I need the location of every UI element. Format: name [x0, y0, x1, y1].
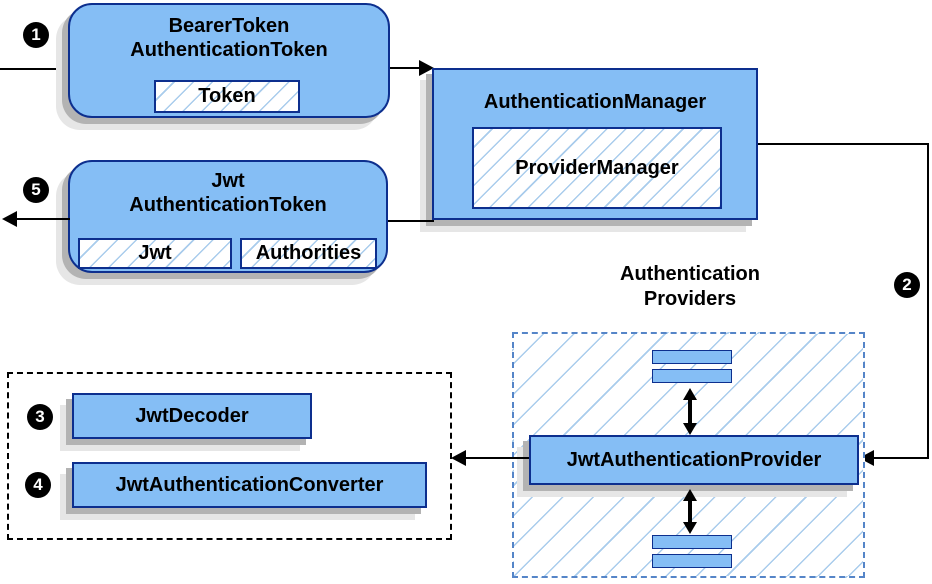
bearer-token-title: BearerToken AuthenticationToken: [70, 5, 388, 62]
step-badge-3-number: 3: [35, 407, 45, 426]
double-arrow-bottom: [683, 489, 697, 534]
provider-placeholder-bar-bottom-1: [652, 535, 732, 549]
chip-token: Token: [154, 80, 300, 113]
authentication-providers-label-line2: Providers: [643, 288, 737, 310]
double-arrow-top-down-head: [683, 423, 697, 435]
connector-manager-elbow-horizontal: [758, 143, 929, 145]
node-authentication-manager: AuthenticationManager ProviderManager: [432, 68, 758, 220]
node-jwt-authentication-provider: JwtAuthenticationProvider: [529, 435, 859, 485]
double-arrow-bottom-down-head: [683, 522, 697, 534]
arrowhead-outgoing-response: [2, 211, 17, 227]
chip-jwt: Jwt: [78, 238, 232, 269]
connector-manager-to-jwt-token: [388, 220, 434, 222]
node-jwt-authentication-converter: JwtAuthenticationConverter: [72, 462, 427, 508]
step-badge-4: 4: [25, 472, 51, 498]
jwt-authentication-provider-title: JwtAuthenticationProvider: [566, 449, 822, 471]
chip-authorities-label: Authorities: [255, 242, 362, 264]
provider-placeholder-bar-top-2: [652, 369, 732, 383]
bearer-token-title-line1: BearerToken: [168, 15, 290, 37]
connector-elbow-to-provider: [873, 457, 929, 459]
node-jwt-authentication-token: Jwt AuthenticationToken Jwt Authorities: [68, 160, 388, 273]
double-arrow-bottom-shaft: [688, 498, 692, 525]
double-arrow-top: [683, 388, 697, 435]
authentication-providers-label-line1: Authentication: [620, 263, 760, 285]
connector-bearer-to-manager: [390, 67, 421, 69]
step-badge-2: 2: [894, 272, 920, 298]
double-arrow-top-shaft: [688, 397, 692, 426]
chip-authorities: Authorities: [240, 238, 377, 269]
connector-provider-to-helpers: [466, 457, 529, 459]
connector-manager-elbow-vertical: [927, 143, 929, 458]
arrowhead-bearer-to-manager: [419, 60, 434, 76]
chip-provider-manager: ProviderManager: [472, 127, 722, 209]
step-badge-3: 3: [27, 404, 53, 430]
double-arrow-bottom-up-head: [683, 489, 697, 501]
provider-placeholder-bar-top-1: [652, 350, 732, 364]
connector-incoming-request: [0, 68, 70, 70]
arrowhead-into-helpers: [451, 450, 466, 466]
node-bearer-token-authentication-token: BearerToken AuthenticationToken Token: [68, 3, 390, 118]
authentication-providers-label: Authentication Providers: [555, 262, 825, 312]
authentication-manager-title: AuthenticationManager: [483, 91, 707, 113]
step-badge-2-number: 2: [902, 275, 912, 294]
chip-jwt-label: Jwt: [138, 242, 172, 264]
step-badge-1: 1: [23, 22, 49, 48]
jwt-decoder-title: JwtDecoder: [135, 405, 249, 427]
provider-placeholder-bar-bottom-2: [652, 554, 732, 568]
chip-provider-manager-label: ProviderManager: [515, 157, 679, 179]
step-badge-4-number: 4: [33, 475, 43, 494]
jwt-token-title: Jwt AuthenticationToken: [70, 162, 386, 217]
step-badge-5-number: 5: [31, 180, 41, 199]
connector-outgoing-response: [14, 218, 70, 220]
node-jwt-decoder: JwtDecoder: [72, 393, 312, 439]
chip-token-label: Token: [198, 85, 256, 107]
bearer-token-title-line2: AuthenticationToken: [130, 39, 328, 61]
jwt-token-title-line2: AuthenticationToken: [129, 194, 327, 216]
step-badge-5: 5: [23, 177, 49, 203]
jwt-token-title-line1: Jwt: [211, 170, 245, 192]
double-arrow-top-up-head: [683, 388, 697, 400]
jwt-authentication-converter-title: JwtAuthenticationConverter: [115, 474, 384, 496]
step-badge-1-number: 1: [31, 25, 41, 44]
